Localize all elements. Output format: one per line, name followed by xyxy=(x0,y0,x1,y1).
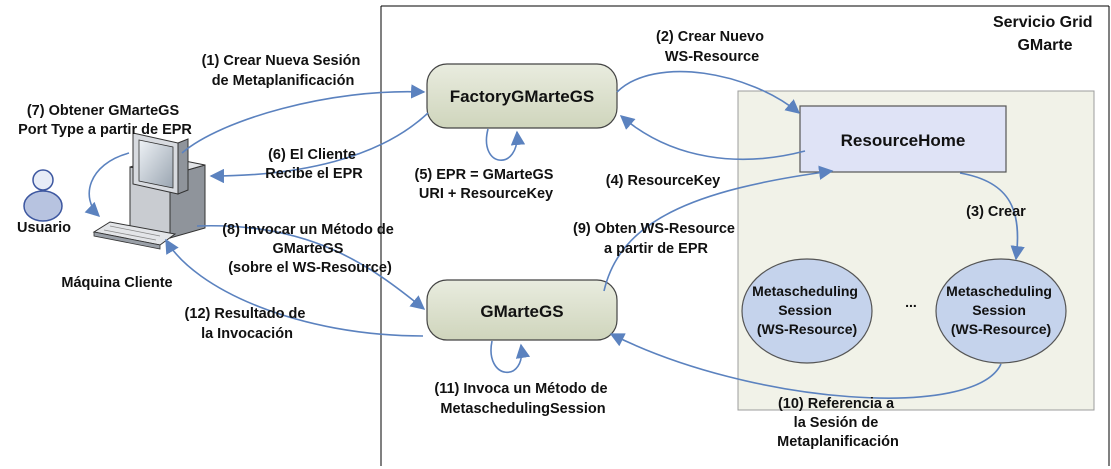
arrow-4-resource-key xyxy=(619,115,806,161)
factory-gmartegs-node[interactable]: FactoryGMarteGS xyxy=(426,63,618,129)
arrow-7-get-port-type xyxy=(84,152,130,217)
step-8-label: (8) Invocar un Método de GMarteGS (sobre… xyxy=(222,222,398,276)
grid-service-boundary xyxy=(380,5,1110,466)
step-5-label: (5) EPR = GMarteGS URI + ResourceKey xyxy=(414,167,557,202)
arrow-3-create-session xyxy=(959,172,1025,261)
arrow-6-receive-epr xyxy=(209,112,429,184)
service-title: Servicio Grid GMarte xyxy=(993,14,1097,54)
arrow-12-invocation-result xyxy=(165,238,424,337)
step-12-label: (12) Resultado de la Invocación xyxy=(185,306,310,342)
gmartegs-label: GMarteGS xyxy=(480,302,563,321)
user-label: Usuario xyxy=(17,220,71,236)
arrow-11-invoke-session-method xyxy=(490,340,531,374)
step-9-label: (9) Obten WS-Resource a partir de EPR xyxy=(573,221,739,257)
step-11-label: (11) Invoca un Método de MetaschedulingS… xyxy=(434,381,611,417)
resource-home-node[interactable]: ResourceHome xyxy=(799,105,1007,173)
client-computer-icon xyxy=(92,132,206,250)
arrow-9-get-ws-resource xyxy=(603,165,834,292)
resource-home-label: ResourceHome xyxy=(841,131,966,150)
arrows xyxy=(84,70,1025,399)
step-2-label: (2) Crear Nuevo WS-Resource xyxy=(656,29,768,65)
step-1-label: (1) Crear Nueva Sesión de Metaplanificac… xyxy=(202,53,365,89)
step-4-label: (4) ResourceKey xyxy=(606,173,720,189)
step-7-label: (7) Obtener GMarteGS Port Type a partir … xyxy=(18,103,192,138)
user-icon xyxy=(23,169,63,222)
client-machine-label: Máquina Cliente xyxy=(61,275,172,291)
arrow-2-create-ws-resource xyxy=(616,70,801,114)
gmartegs-node[interactable]: GMarteGS xyxy=(426,279,618,341)
step-6-label: (6) El Cliente Recibe el EPR xyxy=(265,147,363,182)
arrow-10-session-reference xyxy=(609,333,1002,399)
metascheduling-session-right[interactable]: Metascheduling Session (WS-Resource) xyxy=(935,258,1067,364)
sessions-ellipsis: ... xyxy=(905,294,917,310)
arrow-8-invoke-method xyxy=(196,224,426,310)
step-10-label: (10) Referencia a la Sesión de Metaplani… xyxy=(777,396,899,450)
step-3-label: (3) Crear xyxy=(966,204,1026,220)
metascheduling-session-left[interactable]: Metascheduling Session (WS-Resource) xyxy=(741,258,873,364)
session-left-label: Metascheduling Session (WS-Resource) xyxy=(752,283,862,337)
arrow-5-build-epr xyxy=(485,128,526,161)
factory-gmartegs-label: FactoryGMarteGS xyxy=(450,87,595,106)
arrow-1-create-session xyxy=(181,84,426,154)
session-right-label: Metascheduling Session (WS-Resource) xyxy=(946,283,1056,337)
